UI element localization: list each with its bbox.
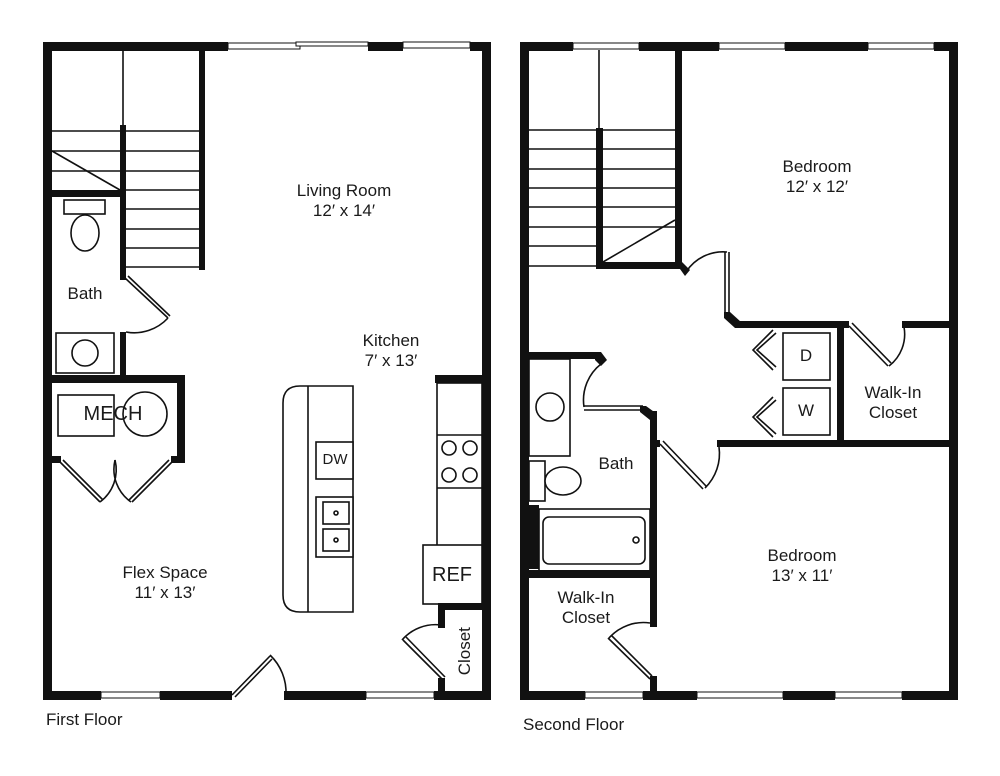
bedroom-1-door[interactable]: [685, 251, 730, 312]
stove-icon: [441, 440, 478, 483]
closet-door[interactable]: [401, 623, 446, 681]
living-room-name: Living Room: [296, 181, 392, 200]
bedroom-2-name: Bedroom: [767, 546, 837, 565]
mech-double-door[interactable]: [59, 459, 173, 503]
bedroom-1-name: Bedroom: [782, 157, 852, 176]
laundry-closet: [782, 332, 831, 436]
closet-label: Closet: [454, 627, 474, 676]
window: [572, 42, 640, 50]
bath-door[interactable]: [582, 363, 643, 411]
window: [718, 42, 786, 50]
dryer-label: D: [799, 346, 813, 365]
vanity-sink: [528, 358, 571, 457]
bathtub: [538, 508, 651, 572]
walk-in-closet-1-line2: Closet: [868, 403, 918, 423]
toilet-icon: [63, 199, 106, 252]
second-floor-bath-label: Bath: [598, 454, 634, 473]
window: [834, 691, 903, 699]
first-floor-bath-label: Bath: [67, 284, 103, 303]
window: [365, 691, 435, 699]
wall-left: [43, 42, 52, 700]
first-floor-caption: First Floor: [46, 710, 123, 729]
wall-top-left: [43, 42, 228, 51]
walk-in-closet-2-line2: Closet: [561, 608, 611, 628]
washer-label: W: [797, 401, 815, 420]
walk-in-closet-1-door[interactable]: [848, 322, 906, 367]
bedroom-2-door[interactable]: [659, 440, 721, 490]
dryer: [782, 332, 831, 381]
walk-in-closet-1-line1: Walk-In: [864, 383, 922, 402]
walk-in-closet-2-door[interactable]: [607, 621, 653, 680]
living-room-size: 12′ x 14′: [312, 201, 376, 221]
living-room-label: Living Room 12′ x 14′: [297, 181, 392, 222]
kitchen-island: [282, 385, 354, 613]
wall-top-mid: [368, 42, 403, 51]
dishwasher-label: DW: [322, 451, 348, 468]
window: [867, 42, 935, 50]
flex-space-size: 11′ x 13′: [134, 583, 196, 603]
kitchen-counter: [422, 382, 483, 605]
sink-icon: [55, 332, 115, 374]
refrigerator: [422, 544, 483, 605]
staircase: [51, 130, 199, 268]
toilet-icon: [528, 460, 582, 502]
laundry-bifold-doors[interactable]: [751, 329, 777, 438]
flex-space-name: Flex Space: [122, 563, 208, 582]
bedroom-1-size: 12′ x 12′: [785, 177, 849, 197]
walk-in-closet-2-line1: Walk-In: [557, 588, 615, 607]
staircase: [529, 129, 676, 267]
mech-label: MECH: [83, 403, 143, 425]
bedroom-2-size: 13′ x 11′: [771, 566, 833, 586]
bath-door[interactable]: [124, 275, 171, 334]
second-floor-plan: [520, 42, 958, 700]
refrigerator-label: REF: [432, 564, 472, 586]
flex-space-label: Flex Space 11′ x 13′: [122, 563, 207, 604]
bedroom-1-label: Bedroom 12′ x 12′: [783, 157, 852, 198]
sliding-door: [227, 42, 301, 50]
window: [696, 691, 784, 699]
mech-unit: [57, 394, 115, 437]
first-floor-plan: [43, 41, 491, 700]
water-heater-icon: [122, 391, 168, 437]
window: [584, 691, 644, 699]
washer: [782, 387, 831, 436]
wall-right: [482, 42, 491, 700]
dishwasher: [315, 441, 354, 480]
walk-in-closet-1-label: Walk-In Closet: [865, 383, 922, 424]
kitchen-size: 7′ x 13′: [364, 351, 418, 371]
kitchen-name: Kitchen: [362, 331, 420, 350]
window: [100, 691, 161, 699]
bedroom-2-label: Bedroom 13′ x 11′: [768, 546, 837, 587]
kitchen-label: Kitchen 7′ x 13′: [363, 331, 420, 372]
second-floor-caption: Second Floor: [523, 715, 625, 734]
entry-door[interactable]: [231, 654, 287, 698]
walk-in-closet-2-label: Walk-In Closet: [558, 588, 615, 629]
window: [402, 41, 471, 49]
